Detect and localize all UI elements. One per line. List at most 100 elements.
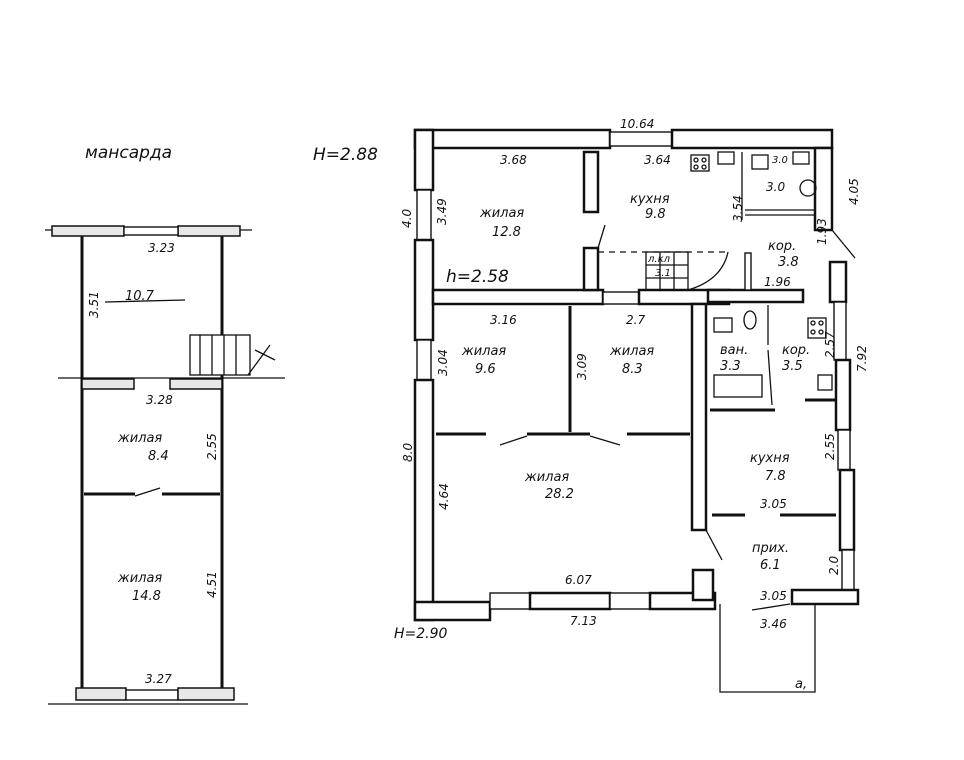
- toilet-icon: [799, 179, 817, 197]
- exterior-wall: [528, 591, 612, 611]
- attic-top-wall: [177, 225, 241, 237]
- exterior-wall: [413, 600, 492, 622]
- dimension-label: 4.51: [205, 571, 219, 598]
- exterior-wall: [834, 358, 852, 432]
- room-name: жилая: [609, 344, 654, 359]
- sink-icon: [792, 151, 810, 165]
- dimension-label: 3.68: [500, 153, 527, 167]
- interior-wall: [431, 288, 605, 306]
- exterior-wall: [413, 128, 435, 192]
- room-name: прих.: [752, 541, 789, 556]
- room-name: кор.: [782, 343, 810, 358]
- dimension-label: 3.46: [760, 617, 787, 631]
- dimension-label: 4.05: [847, 178, 861, 205]
- dimension-label: 3.51: [87, 291, 101, 318]
- dimension-label: 3.05: [760, 497, 787, 511]
- exterior-wall: [838, 468, 856, 552]
- room-name: кухня: [630, 192, 670, 207]
- interior-wall: [706, 288, 805, 304]
- room-area: 3.0: [766, 180, 785, 194]
- exterior-wall: [790, 588, 860, 606]
- room-name: л.кл: [647, 254, 671, 265]
- dimension-label: 6.07: [565, 573, 592, 587]
- interior-wall: [582, 246, 600, 292]
- stove-icon: [807, 317, 827, 339]
- attic-top-wall: [51, 225, 125, 237]
- window: [609, 131, 673, 147]
- exterior-wall: [413, 128, 612, 150]
- attic-window: [125, 689, 179, 701]
- room-name: жилая: [117, 431, 162, 446]
- dimension-label: 7.13: [570, 614, 597, 628]
- attic-door: [134, 487, 161, 497]
- window: [841, 549, 855, 591]
- dimension-label: 3.0: [772, 155, 788, 166]
- interior-wall: [744, 252, 752, 291]
- porch-label: а,: [795, 677, 807, 692]
- window: [837, 429, 851, 471]
- dimension-label: 7.92: [855, 345, 869, 372]
- room-area: 3.1: [655, 268, 671, 279]
- window: [489, 592, 531, 610]
- interior-wall: [582, 150, 600, 214]
- door-swing: [767, 349, 773, 406]
- dimension-label: 2.0: [827, 556, 841, 575]
- door-swing: [499, 435, 528, 446]
- doorway: [602, 291, 640, 305]
- dimension-label: 3.27: [145, 672, 172, 686]
- sink-icon: [713, 317, 733, 333]
- room-area: 3.3: [720, 359, 741, 374]
- dimension-label: 3.05: [760, 589, 787, 603]
- room-area: 3.8: [778, 255, 799, 270]
- door-swing: [589, 435, 621, 446]
- dimension-label: 4.64: [437, 483, 451, 510]
- attic-window: [123, 226, 179, 236]
- toilet-icon: [743, 310, 757, 330]
- attic-title: мансарда: [85, 143, 172, 163]
- room-area: 9.6: [475, 362, 496, 377]
- room-name: кухня: [750, 451, 790, 466]
- sink-icon: [751, 154, 769, 170]
- ceiling-height-label: h=2.58: [446, 267, 509, 287]
- exterior-wall: [691, 568, 715, 602]
- dimension-label: 3.16: [490, 313, 517, 327]
- room-area: 9.8: [645, 207, 666, 222]
- dimension-label: 2.7: [626, 313, 645, 327]
- room-area: 8.4: [148, 449, 169, 464]
- room-area: 14.8: [132, 589, 161, 604]
- main-floor-plan: H=2.88 10.64 3.68 3.64 3.0 3.0 4.05 4.0 …: [313, 117, 869, 693]
- exterior-wall: [813, 146, 834, 232]
- bathtub-icon: [713, 374, 763, 398]
- room-name: жилая: [117, 571, 162, 586]
- interior-wall: [690, 302, 708, 532]
- room-name: жилая: [461, 344, 506, 359]
- dimension-label: 8.0: [401, 443, 415, 462]
- dimension-label: 3.04: [436, 349, 450, 376]
- room-name: жилая: [524, 470, 569, 485]
- exterior-wall: [413, 238, 435, 342]
- room-area: 3.5: [782, 359, 803, 374]
- stove-icon: [690, 154, 710, 172]
- room-area: 8.3: [622, 362, 643, 377]
- sink-icon: [717, 151, 735, 165]
- exterior-wall: [828, 260, 848, 304]
- stairs: [189, 334, 276, 376]
- ceiling-height-label: H=2.88: [313, 145, 378, 165]
- dimension-label: 3.28: [146, 393, 173, 407]
- attic-bottom-wall: [177, 687, 235, 701]
- door-swing: [705, 529, 723, 561]
- room-area: 28.2: [545, 487, 574, 502]
- door-swing: [831, 229, 856, 259]
- dimension-label: 3.09: [575, 353, 589, 380]
- dimension-label: 10.64: [620, 117, 654, 131]
- attic-plan: мансарда 3.23 3.51 10.7 3.28 жилая 8.4 2…: [45, 143, 285, 705]
- room-name: ван.: [720, 343, 748, 358]
- stairs: [598, 251, 729, 291]
- room-area: 6.1: [760, 558, 781, 573]
- room-area: 10.7: [125, 289, 155, 304]
- dimension-label: 3.64: [644, 153, 671, 167]
- exterior-wall: [670, 128, 834, 150]
- porch: [719, 604, 816, 693]
- dimension-label: 3.23: [148, 241, 175, 255]
- door-swing: [597, 224, 606, 249]
